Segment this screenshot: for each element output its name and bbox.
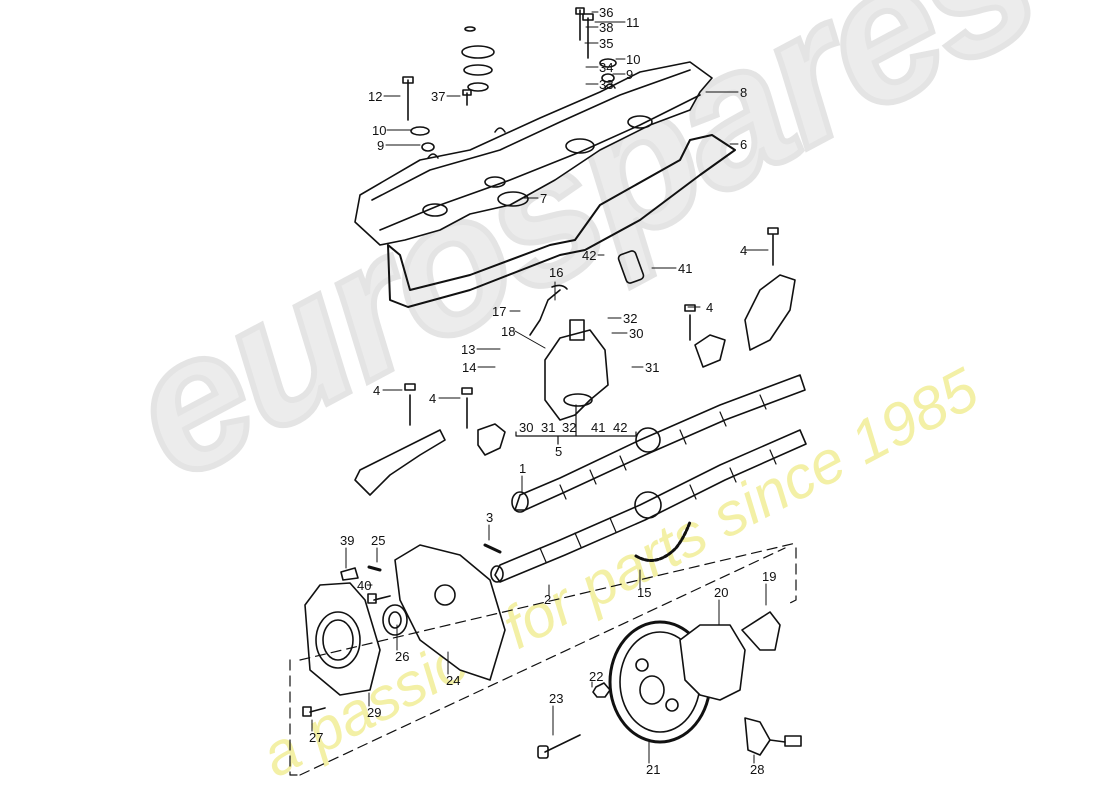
group-child-42: 42 — [613, 420, 628, 435]
callout-3: 3 — [486, 510, 494, 525]
assembly-bracket — [289, 542, 797, 776]
callout-10: 10 — [626, 52, 641, 67]
callout-26: 26 — [395, 649, 410, 664]
callout-40: 40 — [357, 578, 372, 593]
group-child-31: 31 — [541, 420, 556, 435]
callout-35: 35 — [599, 36, 614, 51]
cylinder-head-cover-icon — [354, 61, 713, 246]
callout-17: 17 — [492, 304, 507, 319]
callout-30: 30 — [629, 326, 644, 341]
callout-7: 7 — [540, 191, 548, 206]
callout-24: 24 — [446, 673, 461, 688]
callout-25: 25 — [371, 533, 386, 548]
callout-4: 4 — [373, 383, 381, 398]
callout-11: 11 — [626, 15, 640, 30]
bolt-nut-icons — [302, 543, 611, 759]
callout-37: 37 — [431, 89, 446, 104]
group-child-30: 30 — [519, 420, 534, 435]
group-child-41: 41 — [591, 420, 606, 435]
chain-icon — [634, 520, 692, 562]
callout-31: 31 — [645, 360, 660, 375]
callout-22: 22 — [589, 669, 604, 684]
callout-23: 23 — [549, 691, 564, 706]
camshaft-housing-icon — [304, 544, 506, 696]
leader-lines — [311, 11, 769, 764]
callout-19: 19 — [762, 569, 777, 584]
callout-18: 18 — [501, 324, 516, 339]
callout-41: 41 — [678, 261, 693, 276]
callout-27: 27 — [309, 730, 324, 745]
hub-disc-icon — [679, 624, 746, 701]
callout-32: 32 — [623, 311, 638, 326]
callout-14: 14 — [462, 360, 477, 375]
group-bracket-5 — [515, 404, 637, 445]
callout-6: 6 — [740, 137, 748, 152]
callout-34: 34 — [599, 60, 614, 75]
callout-4: 4 — [706, 300, 714, 315]
bearing-cap-icons — [354, 227, 796, 496]
callout-4: 4 — [429, 391, 437, 406]
callout-4: 4 — [740, 243, 748, 258]
callout-12: 12 — [368, 89, 383, 104]
callout-13: 13 — [461, 342, 476, 357]
callout-20: 20 — [714, 585, 729, 600]
callout-39: 39 — [340, 533, 355, 548]
camshaft-icons — [490, 374, 807, 583]
callout-1: 1 — [519, 461, 527, 476]
group-parent-5: 5 — [555, 444, 563, 459]
callout-28: 28 — [750, 762, 765, 777]
callout-21: 21 — [646, 762, 661, 777]
callout-9: 9 — [377, 138, 385, 153]
group-child-32: 32 — [562, 420, 577, 435]
callout-16: 16 — [549, 265, 564, 280]
sensor-icon — [744, 717, 802, 756]
callout-15: 15 — [637, 585, 652, 600]
callout-8: 8 — [740, 85, 748, 100]
callout-9: 9 — [626, 67, 634, 82]
callout-10: 10 — [372, 123, 387, 138]
callout-42: 42 — [582, 248, 597, 263]
callout-2: 2 — [544, 592, 552, 607]
callout-38: 38 — [599, 20, 614, 35]
cover-gasket-icon — [387, 134, 736, 308]
callout-29: 29 — [367, 705, 382, 720]
callout-33: 33 — [599, 77, 614, 92]
bolt-icons — [402, 7, 617, 152]
cam-ring-icon — [741, 611, 781, 651]
camshaft-control-unit-icon — [529, 250, 645, 421]
callout-36: 36 — [599, 5, 614, 20]
